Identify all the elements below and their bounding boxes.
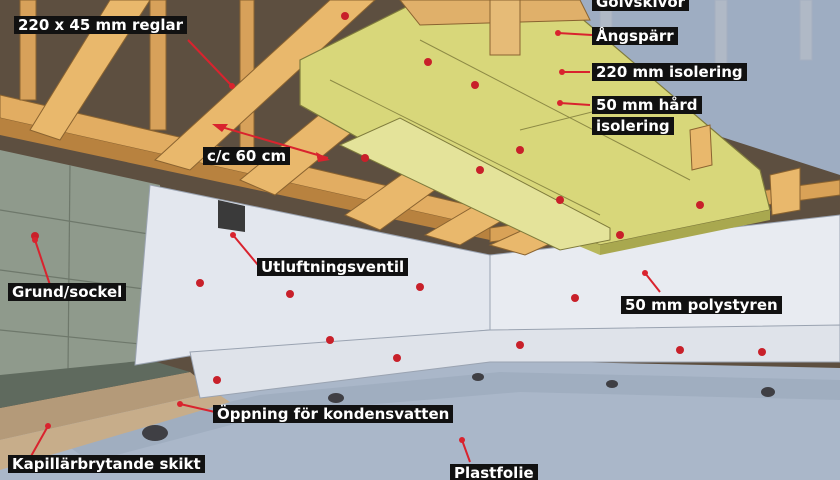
vent-opening: [218, 200, 245, 232]
capillary-layer: [0, 372, 215, 440]
capillary-layer-front: [0, 392, 230, 470]
floor-shading: [60, 372, 840, 462]
label-reglar: 220 x 45 mm reglar: [14, 16, 187, 34]
label-polystyren: 50 mm polystyren: [621, 296, 782, 314]
plinth-base: [0, 360, 190, 408]
label-grund-sockel: Grund/sockel: [8, 283, 127, 301]
label-oppning-kondensvatten: Öppning för kondensvatten: [213, 405, 454, 423]
hard-insulation-50: [338, 117, 611, 251]
label-plastfolie: Plastfolie: [450, 464, 538, 480]
label-hard-isolering-line2: isolering: [592, 117, 674, 135]
leader-lines: [29, 32, 661, 463]
stones: [142, 373, 775, 441]
label-kapillarbrytande-skikt: Kapillärbrytande skikt: [8, 455, 205, 473]
label-angsparr: Ångspärr: [592, 27, 678, 45]
label-isolering-220: 220 mm isolering: [592, 63, 747, 81]
foundation-plinth: [0, 150, 160, 380]
label-hard-isolering-line1: 50 mm hård: [592, 96, 702, 114]
label-utluftningsventil: Utluftningsventil: [257, 258, 409, 276]
cc-arrow-right: [316, 152, 330, 162]
cc-arrow-left: [212, 124, 228, 132]
marker-dots: [31, 12, 766, 384]
polystyrene-ground-strip: [189, 324, 840, 399]
label-golvskivor: Golvskivor: [592, 0, 690, 11]
label-cc: c/c 60 cm: [203, 147, 291, 165]
